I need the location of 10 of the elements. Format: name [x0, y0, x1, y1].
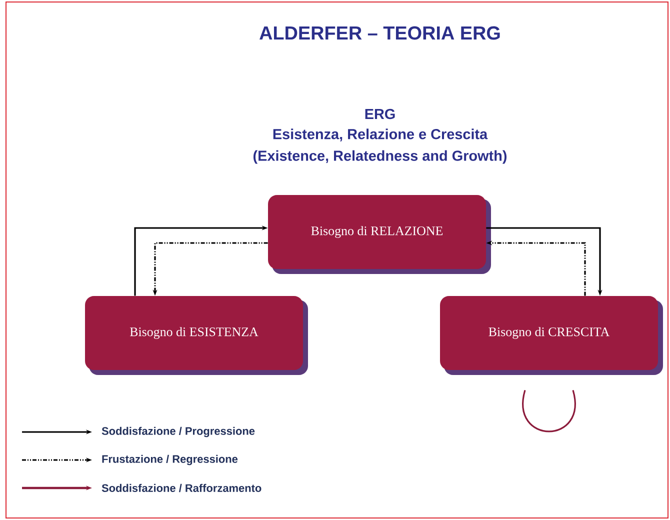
heading: Esistenza, Relazione e Crescita — [273, 128, 488, 142]
legend-text: Soddisfazione / Progressione — [102, 426, 255, 438]
legend-text: Soddisfazione / Rafforzamento — [102, 484, 262, 492]
legend-text: Frustazione / Regressione — [102, 454, 238, 466]
need-box: Bisogno di ESISTENZA — [85, 296, 308, 375]
heading: (Existence, Relatedness and Growth) — [253, 150, 506, 164]
heading: ERG — [365, 108, 395, 120]
need-box: Bisogno di CRESCITA — [440, 296, 663, 375]
need-box: Bisogno di RELAZIONE — [268, 195, 491, 274]
title: ALDERFER – TEORIA ERG — [260, 26, 500, 40]
